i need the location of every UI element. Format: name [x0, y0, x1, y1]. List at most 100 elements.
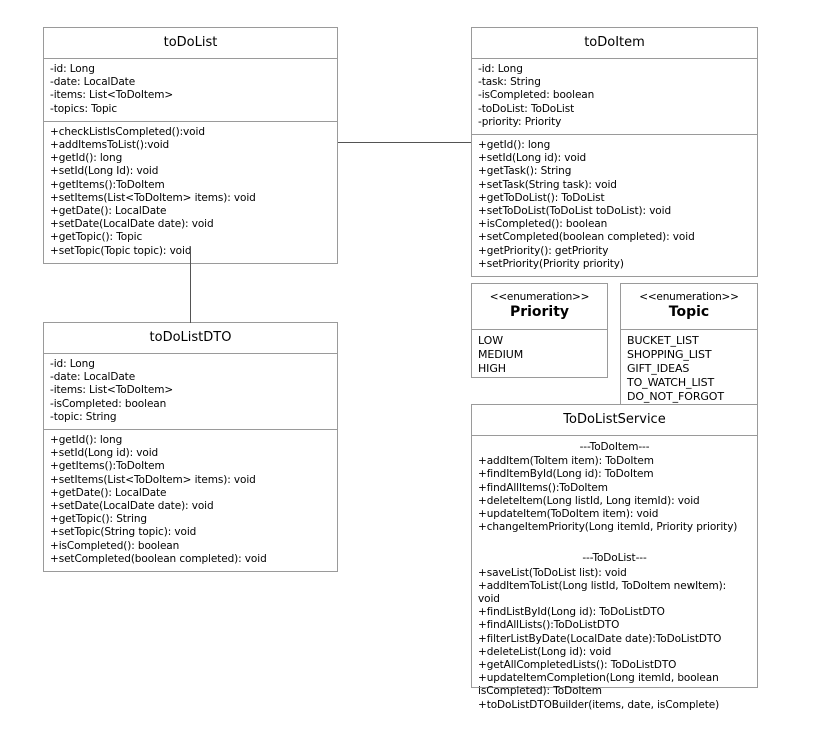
enum-literal-row: LOW — [478, 334, 503, 347]
method-row: +deleteList(Long id): void — [478, 645, 612, 658]
method-row: +setId(Long id): void — [478, 152, 587, 165]
class-box-to-do-list-dto[interactable]: toDoListDTO -id: Long -date: LocalDate -… — [43, 322, 338, 573]
class-attributes-to-do-list: -id: Long -date: LocalDate -items: List<… — [44, 58, 337, 121]
method-row: +setTopic(String topic): void — [50, 526, 197, 539]
method-row: +setToDoList(ToDoList toDoList): void — [478, 205, 672, 218]
attribute-row: -items: List<ToDoItem> — [50, 89, 174, 102]
method-row: +findItemById(Long id): ToDoItem — [478, 468, 654, 481]
class-title-to-do-item: toDoItem — [584, 35, 645, 50]
class-methods-to-do-list-service: ---ToDoItem--- +addItem(ToItem item): To… — [472, 435, 757, 717]
method-row: +getId(): long — [50, 152, 123, 165]
method-row: +getTask(): String — [478, 165, 572, 178]
method-row: +findListById(Long id): ToDoListDTO — [478, 606, 665, 619]
attribute-row: -date: LocalDate — [50, 371, 136, 384]
attribute-row: -task: String — [478, 76, 541, 89]
method-row: +setDate(LocalDate date): void — [50, 500, 214, 513]
method-row: +setCompleted(boolean completed): void — [50, 552, 267, 565]
attribute-row: -id: Long — [478, 63, 523, 75]
enum-literal-row: HIGH — [478, 362, 506, 375]
method-row: +getDate(): LocalDate — [50, 205, 167, 218]
enum-literal-row: MEDIUM — [478, 348, 524, 361]
method-row: +setCompleted(boolean completed): void — [478, 231, 695, 244]
method-row: +getPriority(): getPriority — [478, 244, 609, 257]
class-title-to-do-list-service: ToDoListService — [563, 412, 666, 427]
enum-title-priority: Priority — [509, 304, 570, 320]
class-title-to-do-list-dto: toDoListDTO — [149, 330, 232, 345]
enum-literals-topic: BUCKET_LIST SHOPPING_LIST GIFT_IDEAS TO_… — [621, 329, 757, 409]
association-line-list-to-item — [338, 142, 471, 143]
method-row: +saveList(ToDoList list): void — [478, 566, 627, 579]
method-row: +checkListIsCompleted():void — [50, 125, 205, 138]
class-box-to-do-list[interactable]: toDoList -id: Long -date: LocalDate -ite… — [43, 27, 338, 264]
attribute-row: -id: Long — [50, 358, 95, 370]
class-methods-to-do-item: +getId(): long +setId(Long id): void +ge… — [472, 134, 757, 276]
association-line-list-to-dto — [190, 247, 191, 323]
method-row: +updateItem(ToDoItem item): void — [478, 508, 659, 521]
attribute-row: -priority: Priority — [478, 115, 562, 128]
method-row: +addItemToList(Long listId, ToDoItem new… — [478, 579, 730, 606]
enum-title-topic: Topic — [668, 304, 710, 320]
enum-literal-row: BUCKET_LIST — [627, 334, 699, 347]
method-row: +getItems():ToDoItem — [50, 178, 165, 191]
method-row: +setItems(List<ToDoItem> items): void — [50, 191, 256, 204]
attribute-row: -toDoList: ToDoList — [478, 102, 575, 115]
class-header-to-do-list-service: ToDoListService — [472, 405, 757, 435]
method-row: +setId(Long id): void — [50, 447, 159, 460]
enum-literal-row: DO_NOT_FORGOT — [627, 390, 724, 403]
attribute-row: -items: List<ToDoItem> — [50, 384, 174, 397]
attribute-row: -isCompleted: boolean — [478, 89, 595, 102]
enum-literal-row: TO_WATCH_LIST — [627, 376, 715, 389]
method-row: +setId(Long Id): void — [50, 165, 159, 178]
attribute-row: -topic: String — [50, 410, 117, 423]
method-row: +getTopic(): Topic — [50, 231, 143, 244]
method-row: +findAllItems():ToDoItem — [478, 481, 608, 494]
class-methods-to-do-list: +checkListIsCompleted():void +addItemsTo… — [44, 120, 337, 263]
method-row: +isCompleted(): boolean — [50, 539, 180, 552]
method-row: +updateItemCompletion(Long itemId, boole… — [478, 672, 722, 698]
enum-literal-row: GIFT_IDEAS — [627, 362, 690, 375]
method-row: +setTask(String task): void — [478, 178, 617, 191]
method-row: +toDoListDTOBuilder(items, date, isCompl… — [478, 698, 720, 711]
enum-literal-row: SHOPPING_LIST — [627, 348, 712, 361]
enum-header-topic: <<enumeration>> Topic — [621, 284, 757, 329]
enum-header-priority: <<enumeration>> Priority — [472, 284, 607, 329]
method-row: +getItems():ToDoItem — [50, 460, 165, 473]
enum-box-topic[interactable]: <<enumeration>> Topic BUCKET_LIST SHOPPI… — [620, 283, 758, 410]
enum-stereotype-priority: <<enumeration>> — [489, 291, 590, 303]
method-row: +addItemsToList():void — [50, 139, 170, 152]
section-header-to-do-list: ---ToDoList--- — [582, 552, 647, 565]
enum-box-priority[interactable]: <<enumeration>> Priority LOW MEDIUM HIGH — [471, 283, 608, 378]
attribute-row: -topics: Topic — [50, 102, 118, 115]
class-header-to-do-list: toDoList — [44, 28, 337, 58]
method-row: +setPriority(Priority priority) — [478, 257, 624, 270]
section-header-to-do-item: ---ToDoItem--- — [579, 441, 650, 453]
class-box-to-do-item[interactable]: toDoItem -id: Long -task: String -isComp… — [471, 27, 758, 278]
method-row: +findAllLists():ToDoListDTO — [478, 619, 620, 632]
enum-stereotype-topic: <<enumeration>> — [639, 291, 739, 303]
method-row: +getId(): long — [50, 434, 123, 447]
class-header-to-do-list-dto: toDoListDTO — [44, 323, 337, 353]
method-row: +getDate(): LocalDate — [50, 486, 167, 499]
class-attributes-to-do-list-dto: -id: Long -date: LocalDate -items: List<… — [44, 353, 337, 429]
method-row: +filterListByDate(LocalDate date):ToDoLi… — [478, 632, 722, 645]
class-box-to-do-list-service[interactable]: ToDoListService ---ToDoItem--- +addItem(… — [471, 404, 758, 711]
method-row: +getAllCompletedLists(): ToDoListDTO — [478, 659, 677, 672]
class-title-to-do-list: toDoList — [163, 35, 218, 50]
attribute-row: -isCompleted: boolean — [50, 397, 167, 410]
attribute-row: -date: LocalDate — [50, 76, 136, 89]
method-row: +changeItemPriority(Long itemId, Priorit… — [478, 521, 738, 534]
method-row: +isCompleted(): boolean — [478, 218, 608, 231]
class-methods-to-do-list-dto: +getId(): long +setId(Long id): void +ge… — [44, 429, 337, 571]
method-row: +deleteItem(Long listId, Long itemId): v… — [478, 494, 700, 507]
method-row: +getTopic(): String — [50, 513, 147, 526]
method-row: +getToDoList(): ToDoList — [478, 191, 605, 204]
attribute-row: -id: Long — [50, 63, 95, 75]
method-row: +setTopic(Topic topic): void — [50, 244, 192, 257]
method-row: +getId(): long — [478, 139, 551, 152]
class-attributes-to-do-item: -id: Long -task: String -isCompleted: bo… — [472, 58, 757, 134]
method-row: +setDate(LocalDate date): void — [50, 218, 214, 231]
enum-literals-priority: LOW MEDIUM HIGH — [472, 329, 607, 377]
method-row: +setItems(List<ToDoItem> items): void — [50, 473, 256, 486]
method-row: +addItem(ToItem item): ToDoItem — [478, 455, 654, 468]
